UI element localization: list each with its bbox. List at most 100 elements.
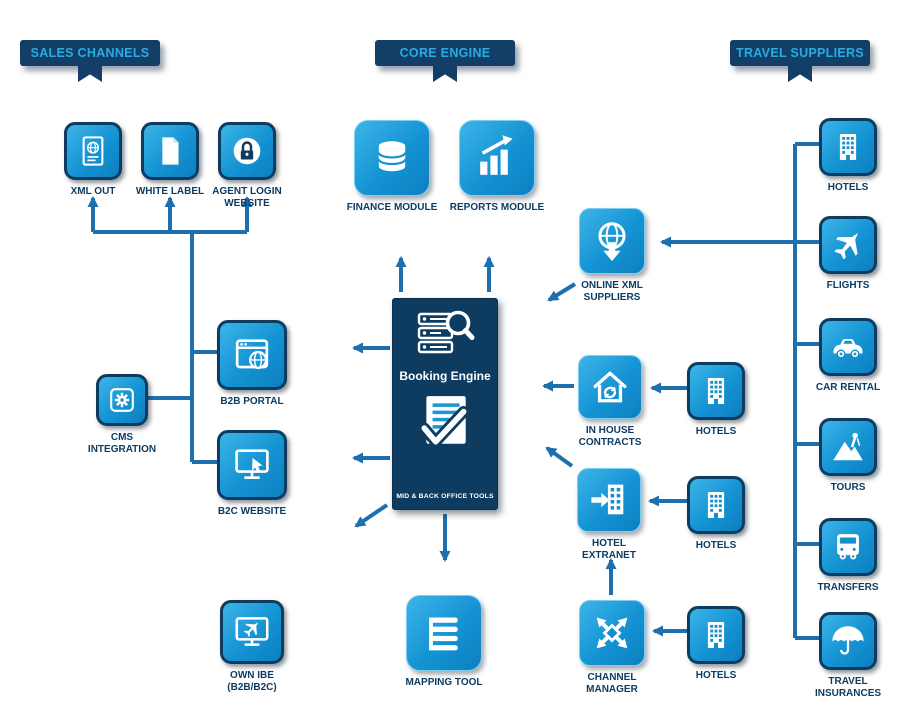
node-finance-module: FINANCE MODULE: [340, 120, 444, 214]
node-channel-manager: CHANNEL MANAGER: [562, 600, 662, 696]
building-icon: [707, 377, 725, 405]
database-icon: [377, 141, 407, 172]
node-label: REPORTS MODULE: [449, 202, 545, 213]
banner-pennant: [788, 65, 812, 82]
node-tours: TOURS: [808, 418, 888, 494]
node-label: FLIGHTS: [826, 280, 870, 291]
cms-integration-tile: [96, 374, 148, 426]
node-label: AGENT LOGIN WEBSITE: [212, 186, 282, 209]
hotels-tile: [819, 118, 877, 176]
house-sync-icon: [593, 371, 627, 403]
xml-out-tile: [64, 122, 122, 180]
node-label: CAR RENTAL: [815, 382, 881, 393]
bus-icon: [837, 534, 859, 560]
node-hotel-extranet: HOTEL EXTRANET: [559, 468, 659, 562]
booking-engine-subtitle: MID & BACK OFFICE TOOLS: [396, 493, 494, 500]
document-globe-icon: [82, 136, 104, 166]
node-label: CHANNEL MANAGER: [586, 672, 638, 695]
mapping-tool-tile: [406, 595, 482, 671]
document-check-icon: [418, 396, 470, 448]
node-hotels-channel: HOTELS: [676, 606, 756, 682]
node-label: HOTELS: [695, 540, 737, 551]
banner-pennant: [433, 65, 457, 82]
bar-chart-icon: [480, 135, 513, 175]
section-header-travel-suppliers: TRAVEL SUPPLIERS: [730, 40, 870, 82]
gear-module-icon: [110, 388, 134, 412]
node-label: HOTELS: [827, 182, 869, 193]
padlock-icon: [233, 137, 261, 165]
node-label: IN HOUSE CONTRACTS: [578, 425, 642, 448]
globe-download-icon: [598, 222, 626, 262]
node-b2b-portal: B2B PORTAL: [207, 320, 297, 408]
node-label: FINANCE MODULE: [346, 202, 438, 213]
node-label: WHITE LABEL: [135, 186, 205, 197]
node-label: XML OUT: [70, 186, 116, 197]
building-arrow-icon: [591, 484, 624, 515]
hotel-extranet-tile: [577, 468, 641, 532]
node-label: ONLINE XML SUPPLIERS: [581, 280, 643, 303]
booking-engine-title: Booking Engine: [399, 369, 491, 383]
building-icon: [707, 621, 725, 649]
node-label: MAPPING TOOL: [405, 677, 483, 688]
section-header-sales-channels: SALES CHANNELS: [20, 40, 160, 82]
list-icon: [429, 617, 458, 651]
node-label: HOTEL EXTRANET: [582, 538, 636, 561]
channel-manager-tile: [579, 600, 645, 666]
hotels-tile: [687, 476, 745, 534]
node-reports-module: REPORTS MODULE: [445, 120, 549, 214]
tours-tile: [819, 418, 877, 476]
monitor-cursor-icon: [235, 449, 269, 479]
booking-engine-box: Booking Engine MID & BACK OFFICE TOOLS: [392, 298, 498, 510]
white-label-tile: [141, 122, 199, 180]
plane-icon: [834, 232, 859, 260]
car-rental-tile: [819, 318, 877, 376]
hotels-tile: [687, 362, 745, 420]
in-house-contracts-tile: [578, 355, 642, 419]
hiker-icon: [833, 432, 863, 461]
monitor-plane-icon: [235, 617, 269, 646]
own-ibe-tile: [220, 600, 284, 664]
car-icon: [833, 339, 863, 359]
node-hotels-in-house: HOTELS: [676, 362, 756, 438]
node-label: CMS INTEGRATION: [87, 432, 157, 455]
node-travel-insurances: TRAVEL INSURANCES: [808, 612, 888, 700]
online-xml-suppliers-tile: [579, 208, 645, 274]
node-xml-out: XML OUT: [48, 122, 138, 198]
hotels-tile: [687, 606, 745, 664]
blank-page-icon: [162, 137, 179, 165]
transfers-tile: [819, 518, 877, 576]
node-flights: FLIGHTS: [808, 216, 888, 292]
section-header-core-engine: CORE ENGINE: [375, 40, 515, 82]
node-hotels-extranet: HOTELS: [676, 476, 756, 552]
node-mapping-tool: MAPPING TOOL: [392, 595, 496, 689]
building-icon: [707, 491, 725, 519]
node-label: B2C WEBSITE: [217, 506, 287, 517]
node-label: B2B PORTAL: [220, 396, 284, 407]
node-hotels-supplier: HOTELS: [808, 118, 888, 194]
flights-tile: [819, 216, 877, 274]
section-title: TRAVEL SUPPLIERS: [736, 46, 864, 60]
node-own-ibe: OWN IBE (B2B/B2C): [207, 600, 297, 694]
node-label: HOTELS: [695, 426, 737, 437]
node-label: OWN IBE (B2B/B2C): [227, 670, 277, 693]
building-icon: [839, 133, 857, 161]
reports-module-tile: [459, 120, 535, 196]
browser-globe-icon: [235, 339, 269, 369]
b2c-website-tile: [217, 430, 287, 500]
node-label: HOTELS: [695, 670, 737, 681]
node-label: TOURS: [830, 482, 866, 493]
umbrella-icon: [832, 626, 864, 655]
node-cms-integration: CMS INTEGRATION: [77, 374, 167, 456]
search-server-icon: [417, 310, 475, 354]
finance-module-tile: [354, 120, 430, 196]
hub-icon: [596, 617, 628, 649]
travel-insurances-tile: [819, 612, 877, 670]
node-agent-login-website: AGENT LOGIN WEBSITE: [202, 122, 292, 210]
node-in-house-contracts: IN HOUSE CONTRACTS: [560, 355, 660, 449]
node-label: TRANSFERS: [817, 582, 879, 593]
node-car-rental: CAR RENTAL: [808, 318, 888, 394]
b2b-portal-tile: [217, 320, 287, 390]
node-transfers: TRANSFERS: [808, 518, 888, 594]
node-online-xml-suppliers: ONLINE XML SUPPLIERS: [562, 208, 662, 304]
